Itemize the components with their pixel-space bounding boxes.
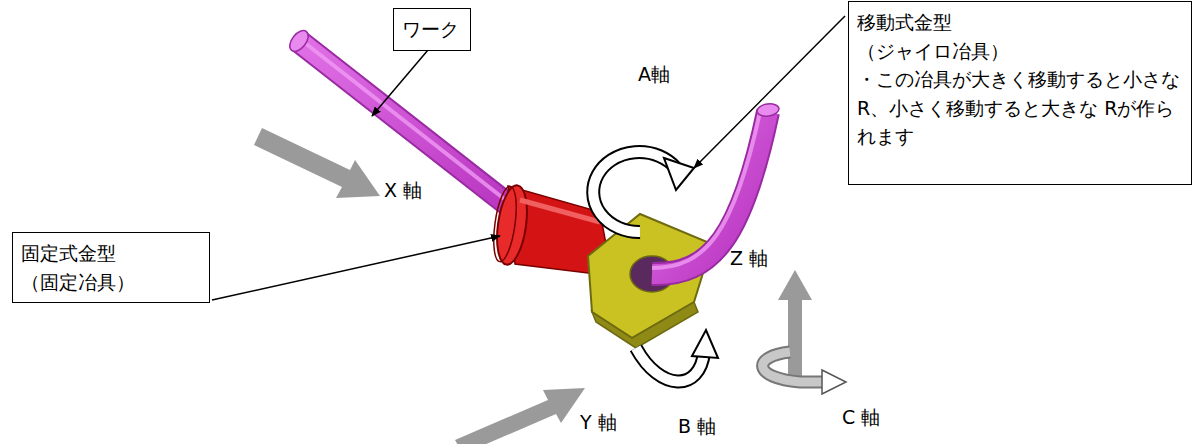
box-text: （固定冶具）	[21, 268, 201, 297]
axis-label: Y 軸	[578, 410, 619, 436]
leader-line	[212, 236, 500, 300]
axis-label: A軸	[636, 62, 672, 88]
work-label-box: ワーク	[393, 8, 471, 51]
callout-box: 固定式金型（固定冶具）	[12, 232, 210, 303]
axis-label: X 軸	[382, 178, 424, 204]
axis-label: Z 軸	[728, 246, 770, 272]
x-axis-arrow	[254, 128, 380, 198]
b-axis-arrow	[636, 330, 718, 382]
box-text: （ジャイロ冶具）	[857, 37, 1183, 66]
z-axis-arrow	[778, 270, 812, 378]
axis-label: B 軸	[676, 414, 718, 440]
y-axis-arrow	[455, 388, 585, 444]
leader-line	[372, 50, 428, 116]
work-pipe	[300, 42, 530, 222]
box-heading: 固定式金型	[21, 239, 201, 268]
box-heading: ワーク	[402, 15, 462, 44]
a-axis-arrow	[593, 152, 694, 232]
leader-line	[694, 16, 845, 168]
pipe-end	[286, 27, 312, 55]
c-axis-arrow	[763, 352, 846, 394]
box-text: ・この冶具が大きく移動すると小さな R、小さく移動すると大きな Rが作られます	[857, 65, 1183, 151]
axis-label: C 軸	[840, 405, 882, 431]
callout-box: 移動式金型（ジャイロ冶具）・この冶具が大きく移動すると小さな R、小さく移動する…	[848, 1, 1192, 185]
box-heading: 移動式金型	[857, 8, 1183, 37]
